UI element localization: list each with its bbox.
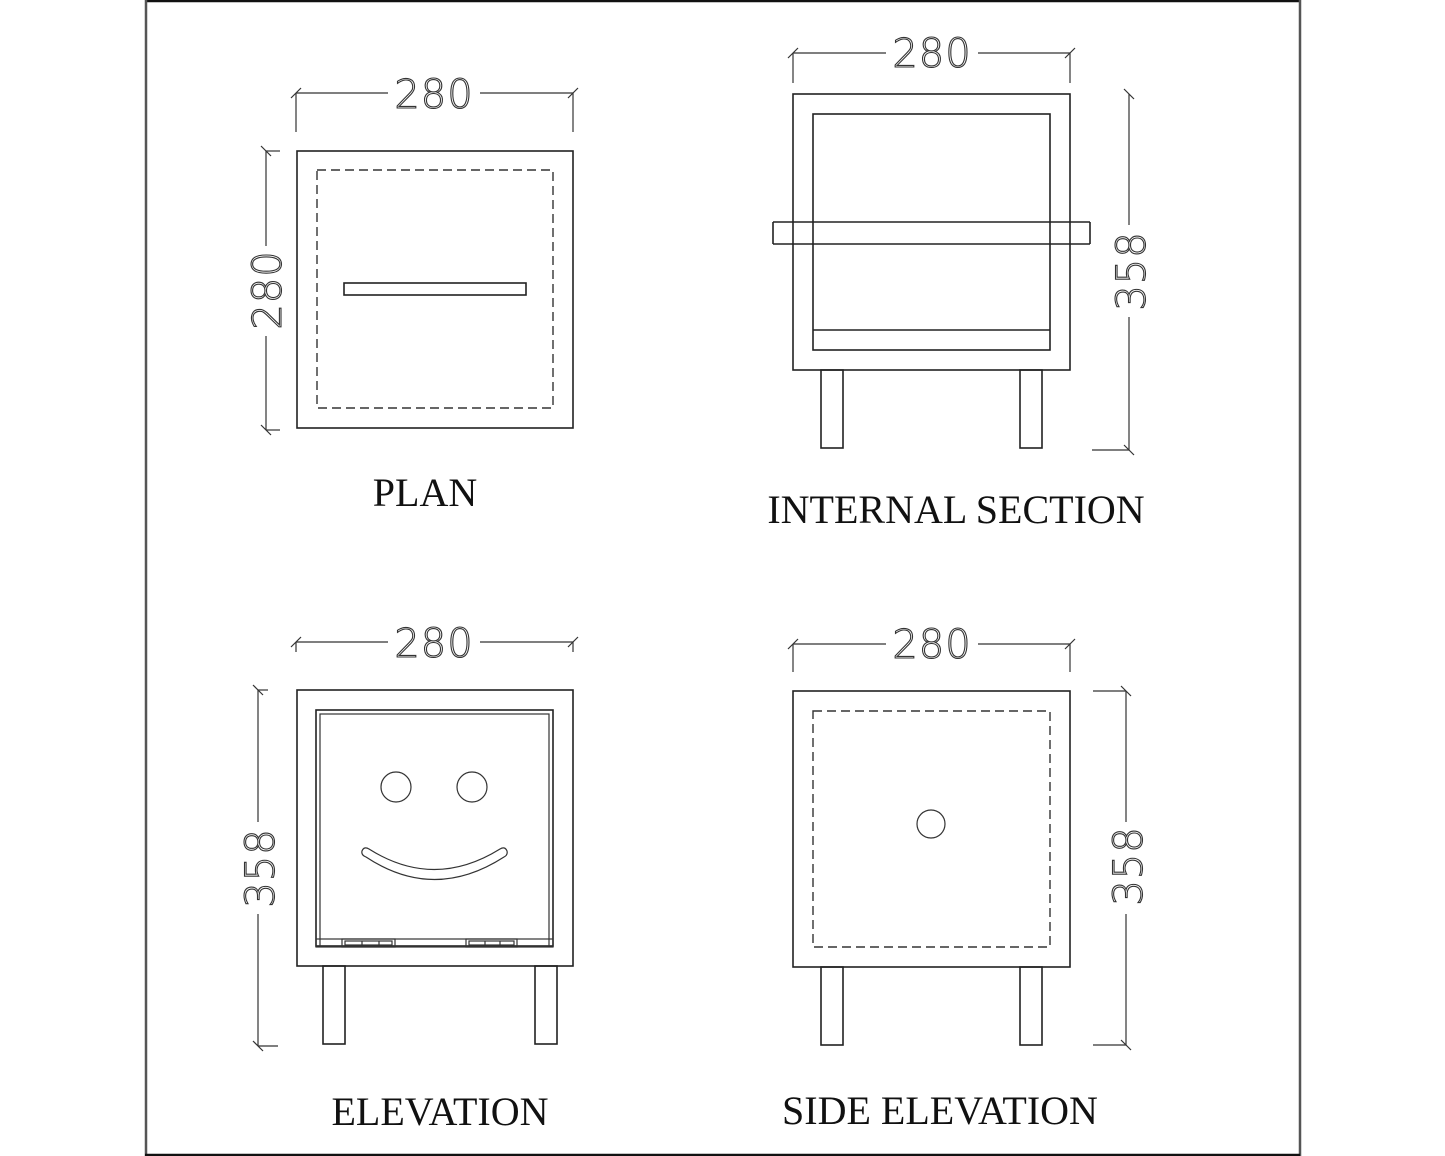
sheet-frame [144, 0, 1302, 1156]
side-leg-left [820, 966, 844, 1046]
internal-section-view: 280 358 INTERNAL SECTION [767, 30, 1156, 532]
elevation-outer-box [296, 689, 574, 967]
elevation-door-inner [319, 713, 550, 947]
section-outer-box [792, 93, 1071, 371]
hinge-right [465, 938, 518, 948]
side-width-text: 280 [892, 622, 971, 668]
hinge-left [341, 938, 396, 948]
section-leg-left [820, 369, 844, 449]
section-through-shelf [772, 221, 1091, 245]
section-height-dimension: 358 [1092, 88, 1156, 456]
section-inner-box [812, 113, 1051, 351]
section-width-text: 280 [892, 31, 971, 77]
side-outer-box [792, 690, 1071, 968]
elevation-width-dimension: 280 [290, 620, 579, 668]
elevation-leg-left [322, 965, 346, 1045]
plan-view: 280 280 PLAN [244, 71, 579, 515]
side-hidden-carcass [812, 710, 1051, 948]
plan-width-text: 280 [394, 72, 473, 118]
section-width-dimension: 280 [787, 30, 1076, 83]
plan-depth-text: 280 [245, 250, 291, 329]
side-height-text: 358 [1106, 826, 1152, 905]
elevation-leg-right [534, 965, 558, 1045]
elevation-height-text: 358 [238, 828, 284, 907]
side-hole-icon [916, 809, 946, 839]
plan-outer-outline [296, 150, 574, 429]
plan-depth-dimension: 280 [244, 145, 292, 436]
elevation-width-text: 280 [394, 621, 473, 667]
elevation-label: ELEVATION [331, 1089, 548, 1134]
internal-section-label: INTERNAL SECTION [767, 487, 1144, 532]
side-elevation-view: 280 358 SIDE ELEVATION [782, 621, 1153, 1133]
section-leg-right [1019, 369, 1043, 449]
smiley-left-eye-icon [380, 771, 412, 803]
smiley-mouth-icon [361, 847, 508, 880]
section-height-text: 358 [1109, 231, 1155, 310]
elevation-door-outer [315, 709, 554, 947]
side-height-dimension: 358 [1093, 685, 1153, 1051]
side-elevation-label: SIDE ELEVATION [782, 1088, 1098, 1133]
smiley-right-eye-icon [456, 771, 488, 803]
side-leg-right [1019, 966, 1043, 1046]
plan-label: PLAN [373, 470, 477, 515]
elevation-view: 280 358 ELEVATION [237, 620, 579, 1134]
plan-shelf [343, 282, 527, 296]
side-width-dimension: 280 [787, 621, 1076, 672]
plan-width-dimension: 280 [290, 71, 579, 132]
elevation-bottom-rail [315, 938, 554, 948]
elevation-height-dimension: 358 [237, 684, 285, 1052]
plan-hidden-carcass [316, 169, 554, 409]
